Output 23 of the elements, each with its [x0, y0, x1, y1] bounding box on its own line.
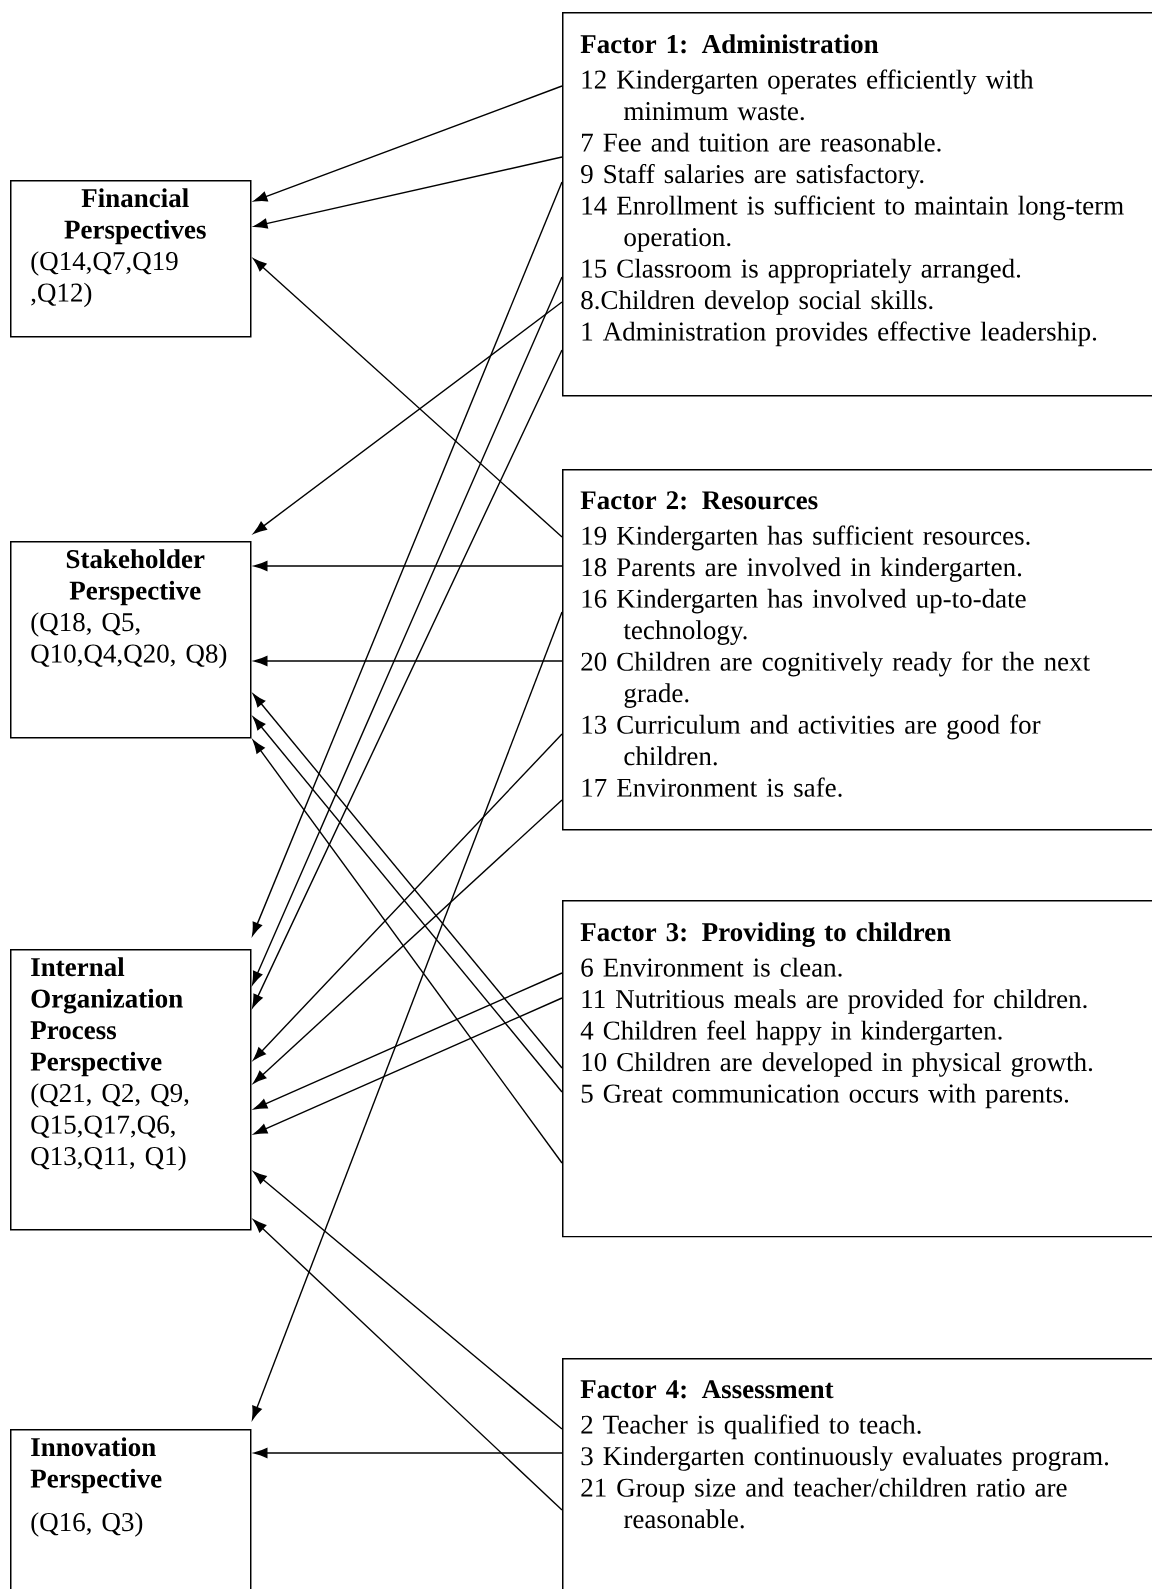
perspective-box: Innovation Perspective (Q16, Q3) [10, 1429, 252, 1589]
factor-box: Factor 2: Resources 19 Kindergarten has sufficient resources. 18 Parents are involved in kindergarten. 16 Kindergarten has involved up-to-date technology. 20 Children are cognitively ready for the next grade. 13 Curriculum and activities are good for children. 17 Environment is safe. [562, 469, 1152, 831]
arrow [253, 301, 563, 534]
perspective-box: Financial Perspectives (Q14,Q7,Q19 ,Q12) [10, 180, 252, 338]
factor-box: Factor 1: Administration 12 Kindergarten operates efficiently with minimum waste. 7 Fee and tuition are reasonable. 9 Staff salaries are satisfactory. 14 Enrollment is sufficient to maintain long-term operation. 15 Classroom is appropriately arranged. 8.Children develop social skills. 1 Administration provides effective leadership. [562, 12, 1152, 397]
arrow [253, 997, 563, 1135]
factor-box: Factor 3: Providing to children 6 Environment is clean. 11 Nutritious meals are provided for children. 4 Children feel happy in kindergarten. 10 Children are developed in physical growth. 5 Great communication occurs with parents. [562, 900, 1152, 1238]
arrow [252, 181, 563, 936]
arrow [253, 1448, 563, 1459]
arrow [253, 156, 563, 229]
arrow [253, 799, 563, 1084]
arrow [253, 258, 563, 538]
perspective-box: Stakeholder Perspective (Q18, Q5, Q10,Q4,Q20, Q8) [10, 541, 252, 739]
arrow [252, 739, 563, 1164]
arrow [253, 1219, 563, 1511]
perspective-box: Internal Organization Process Perspective (Q21, Q2, Q9, Q15,Q17,Q6, Q13,Q11, Q1) [10, 949, 252, 1231]
arrow [253, 655, 563, 667]
arrow [253, 85, 563, 202]
arrow [253, 560, 563, 572]
factor-box: Factor 4: Assessment 2 Teacher is qualified to teach. 3 Kindergarten continuously evaluates program. 21 Group size and teacher/children ratio are reasonable. [562, 1358, 1152, 1589]
arrow [253, 1171, 563, 1430]
arrow [253, 972, 563, 1110]
arrow [251, 611, 563, 1420]
